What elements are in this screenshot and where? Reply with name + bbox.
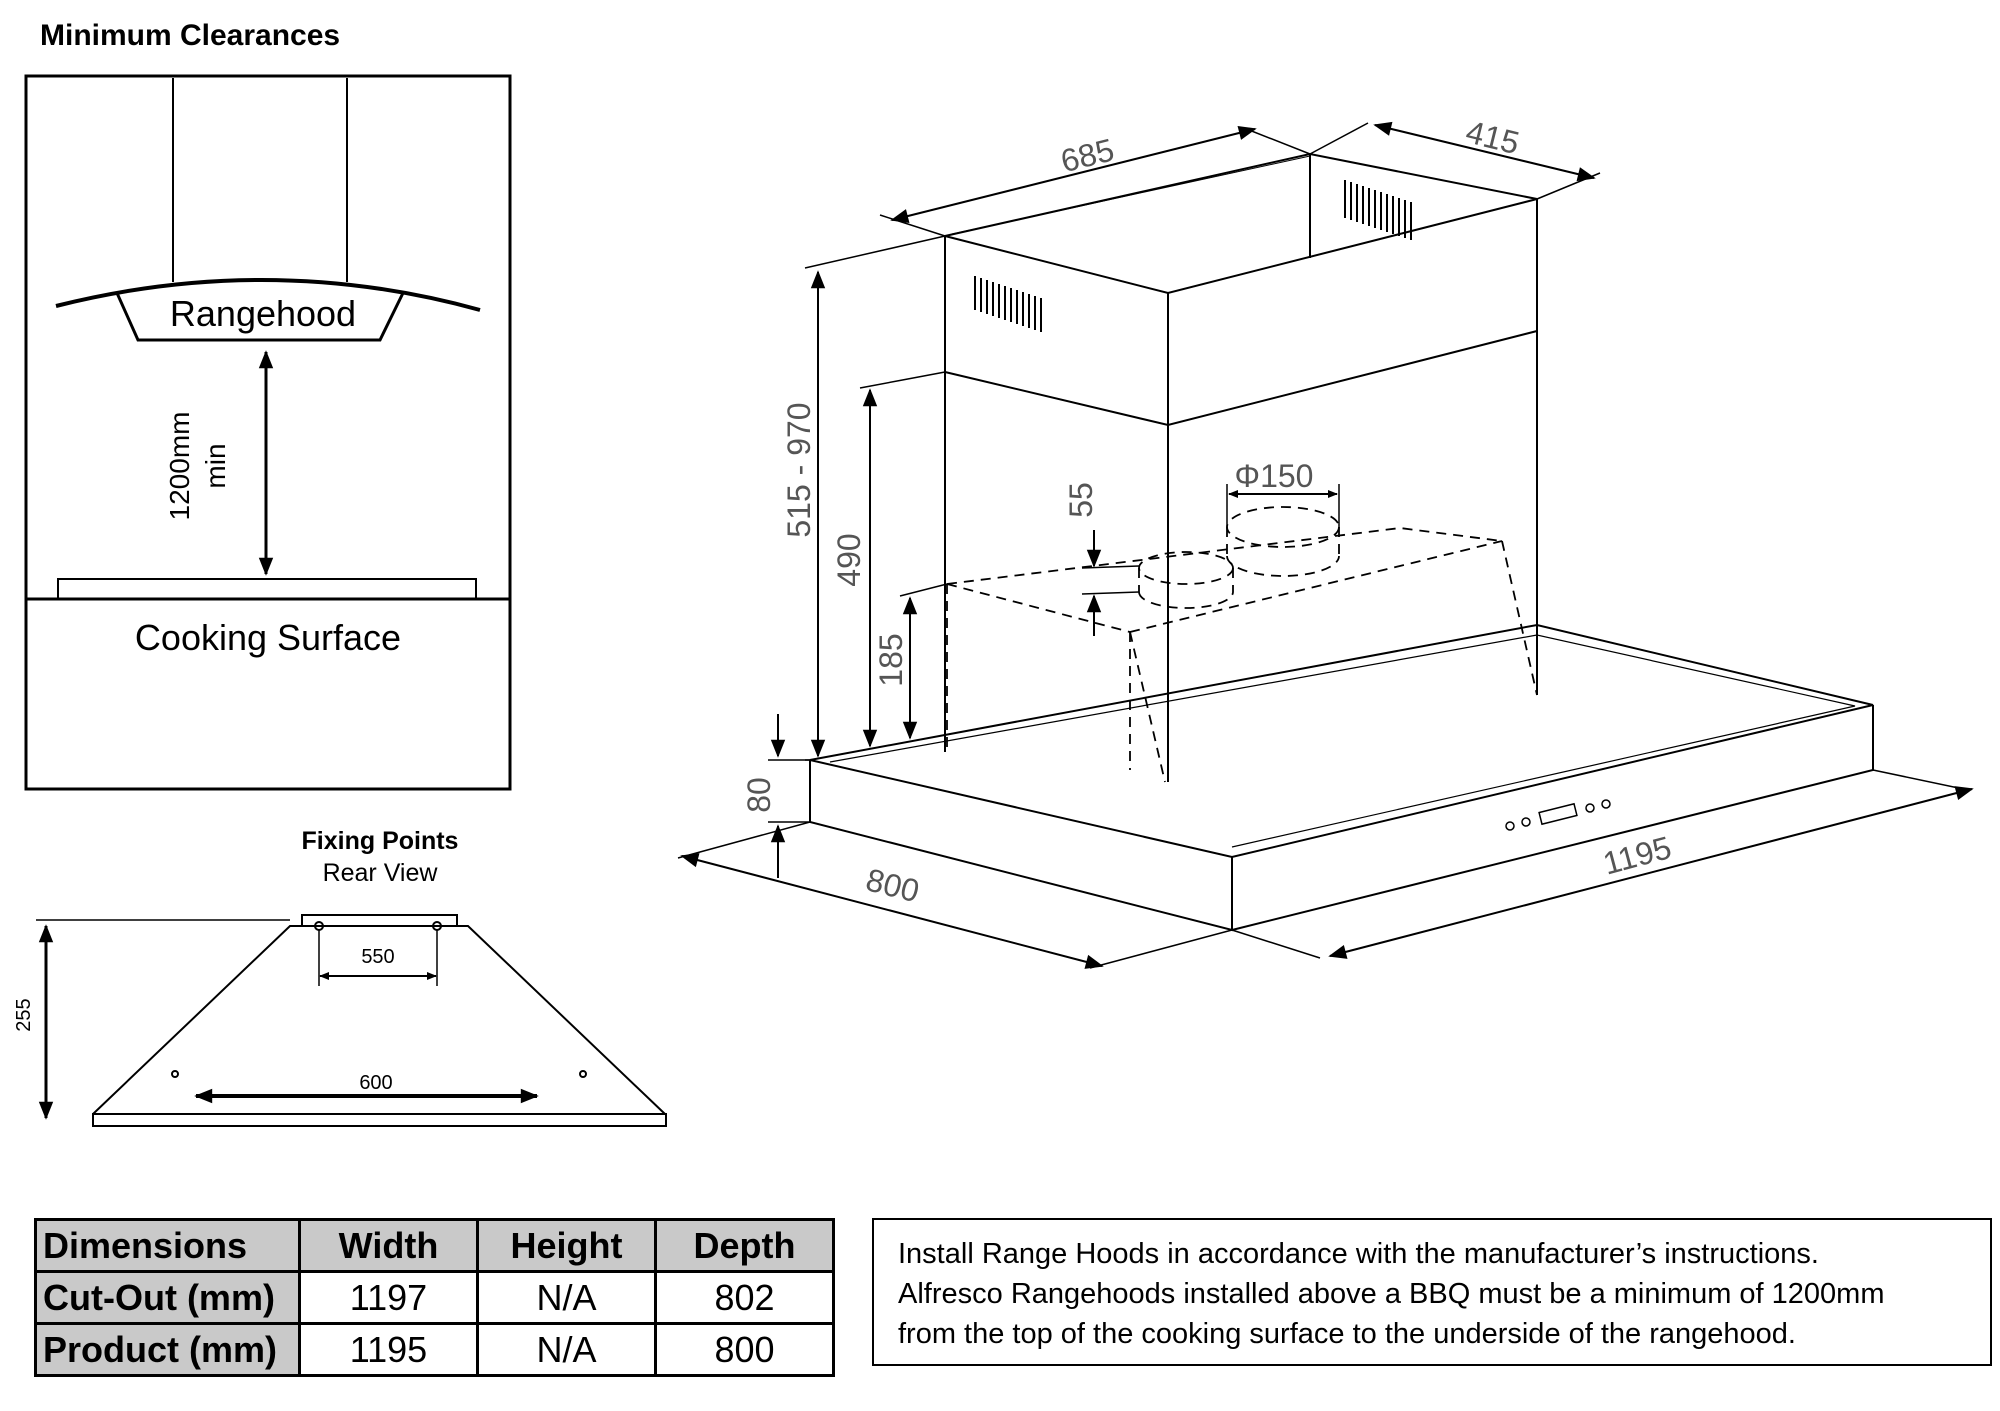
note-line: from the top of the cooking surface to t…: [898, 1318, 1796, 1350]
table-header-cell: Dimensions: [34, 1218, 301, 1273]
table-cell: 800: [654, 1322, 835, 1377]
cooking-surface-label: Cooking Surface: [135, 617, 401, 658]
table-cell: 1195: [298, 1322, 479, 1377]
table-header-cell: Depth: [654, 1218, 835, 1273]
base-depth-label: 800: [862, 861, 923, 909]
base-front-face: [809, 760, 1233, 932]
collar-height-label: 55: [1063, 482, 1099, 518]
table-cell: N/A: [476, 1270, 657, 1325]
canopy-height-label: 185: [873, 633, 909, 686]
fixing-inner-width-label: 550: [361, 946, 394, 968]
table-row: Product (mm) 1195 N/A 800: [34, 1322, 835, 1377]
rangehood-body: [115, 292, 405, 342]
table-row: Cut-Out (mm) 1197 N/A 802: [34, 1270, 835, 1325]
chimney-lower-label: 490: [831, 533, 867, 586]
rangehood-label: Rangehood: [170, 293, 356, 334]
fixing-outer-width-label: 600: [359, 1072, 392, 1094]
glass-canopy: [55, 277, 481, 312]
vent-slots-left: [974, 276, 1042, 332]
note-line: Alfresco Rangehoods installed above a BB…: [898, 1278, 1885, 1310]
base-right-face: [1231, 705, 1874, 931]
duct-diameter-label: Φ150: [1235, 458, 1314, 494]
hood-drawing: [809, 152, 1874, 932]
clearance-min-label: min: [200, 443, 231, 488]
fixing-title: Fixing Points: [302, 827, 459, 855]
installation-note: Install Range Hoods in accordance with t…: [872, 1218, 1992, 1366]
fixing-base: [92, 1113, 667, 1127]
chimney-joint: [944, 330, 1538, 427]
hood-dimension-lines: [677, 121, 1974, 969]
chimney-top-face: [944, 152, 1538, 295]
fixing-top-bracket: [301, 914, 458, 927]
note-line: Install Range Hoods in accordance with t…: [898, 1238, 1819, 1270]
table-header-row: Dimensions Width Height Depth: [34, 1218, 835, 1273]
base-height-label: 80: [741, 777, 777, 813]
fixing-diagram: [36, 914, 667, 1127]
clearance-diagram: [24, 74, 512, 791]
clearance-distance-label: 1200mm: [164, 412, 195, 521]
vent-slots-right: [1344, 180, 1412, 240]
clearance-title: Minimum Clearances: [40, 19, 340, 52]
control-panel: [1505, 799, 1611, 831]
table-row-label: Cut-Out (mm): [34, 1270, 301, 1325]
chimney-range-label: 515 - 970: [781, 402, 817, 537]
dimensions-table: Dimensions Width Height Depth Cut-Out (m…: [34, 1218, 835, 1377]
table-header-cell: Height: [476, 1218, 657, 1273]
table-cell: N/A: [476, 1322, 657, 1377]
table-cell: 1197: [298, 1270, 479, 1325]
clearance-frame: [24, 74, 512, 791]
fixing-screw-right: [579, 1070, 587, 1078]
fixing-subtitle: Rear View: [323, 859, 439, 887]
fixing-height-label: 255: [13, 998, 35, 1031]
table-cell: 802: [654, 1270, 835, 1325]
cooktop: [57, 578, 477, 600]
fixing-screw-left: [171, 1070, 179, 1078]
top-width-label: 685: [1057, 131, 1118, 179]
base-inner-rim: [829, 634, 1856, 848]
hidden-motor-box: [946, 506, 1538, 783]
base-width-label: 1195: [1599, 829, 1675, 882]
top-depth-label: 415: [1462, 113, 1523, 161]
table-header-cell: Width: [298, 1218, 479, 1273]
chimney-top-inner-line: [951, 155, 1311, 235]
table-row-label: Product (mm): [34, 1322, 301, 1377]
